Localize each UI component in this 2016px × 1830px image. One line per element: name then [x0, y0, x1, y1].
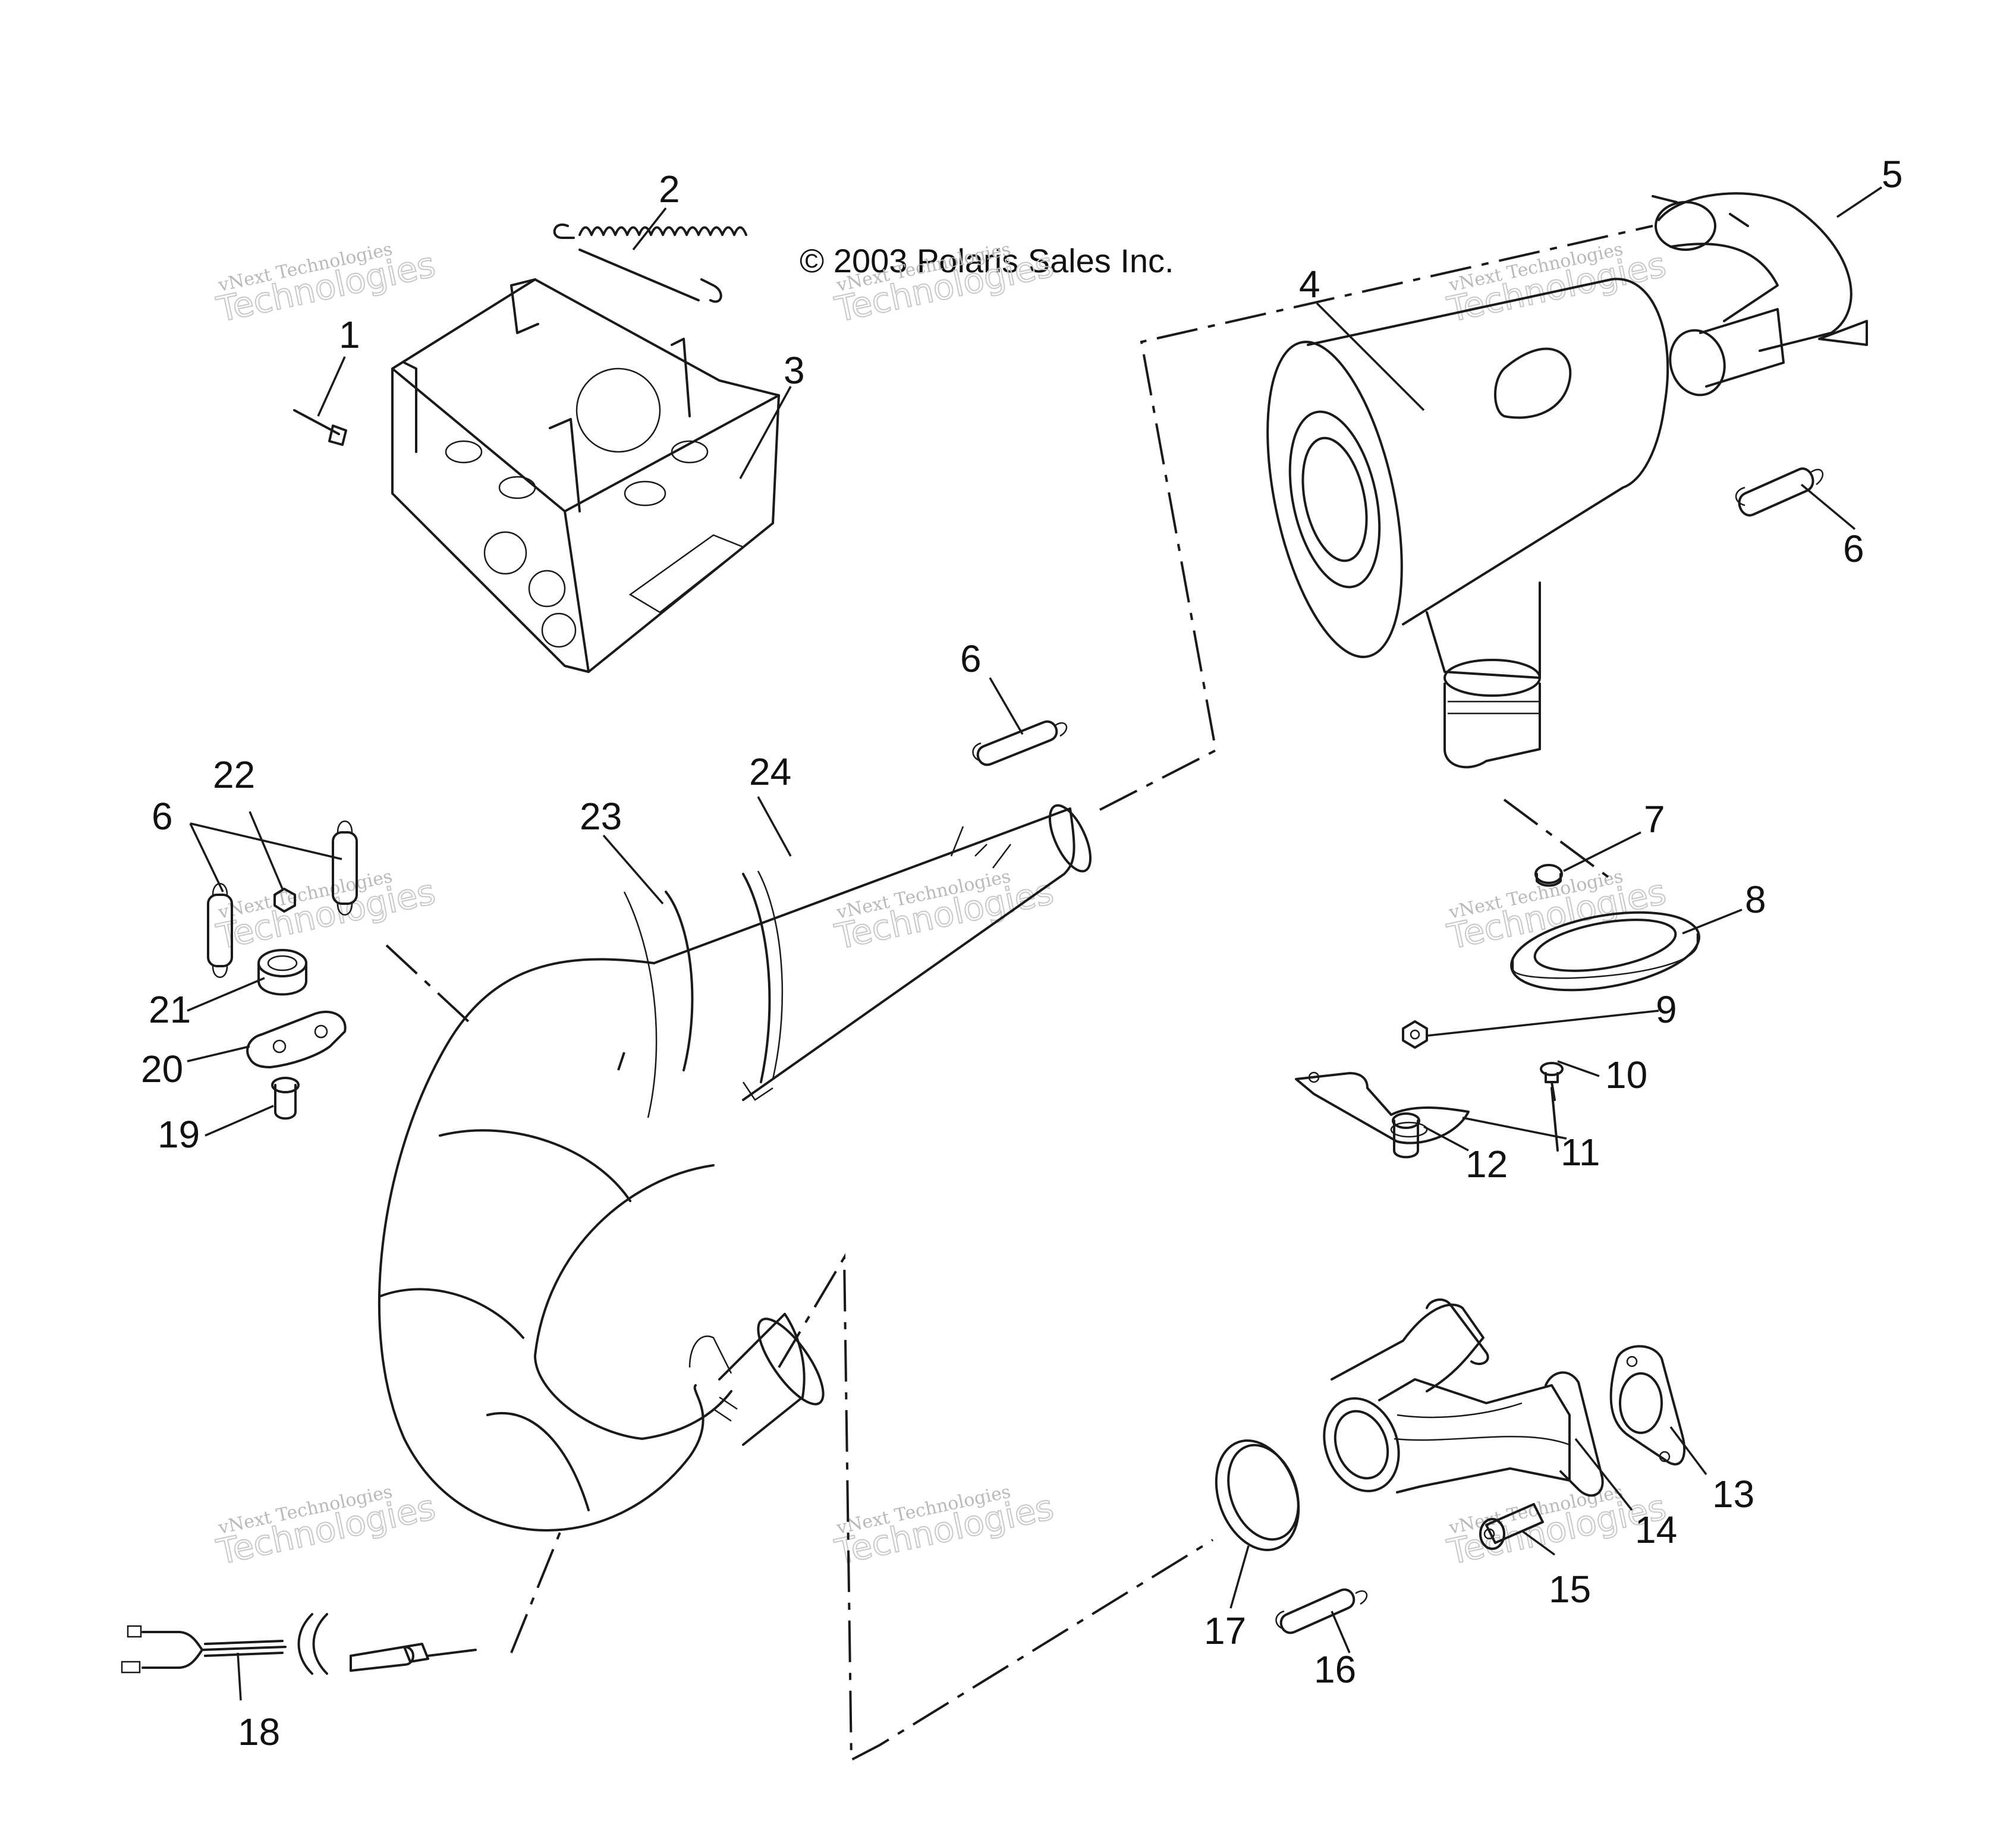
part-10-rivet — [1540, 1062, 1564, 1152]
part-18-sensor-cable — [121, 1613, 477, 1675]
callout-9: 9 — [1656, 988, 1677, 1031]
part-14-manifold — [1323, 1298, 1604, 1497]
callout-4: 4 — [1299, 263, 1320, 306]
part-23-24-expansion-chamber — [378, 804, 1092, 1532]
callout-8: 8 — [1745, 878, 1766, 921]
part-4-silencer — [1266, 278, 1669, 769]
callout-12: 12 — [1465, 1143, 1508, 1186]
callout-24: 24 — [749, 750, 791, 793]
part-1-rivet — [293, 409, 347, 446]
callout-14: 14 — [1635, 1508, 1677, 1551]
callout-3: 3 — [784, 349, 805, 392]
part-2-spring — [553, 224, 747, 303]
part-11-bracket — [1295, 1071, 1470, 1144]
part-8-gasket — [1510, 911, 1700, 992]
callouts: 1 2 3 4 5 6 6 6 6 7 8 9 10 11 12 13 14 1… — [141, 153, 1903, 1753]
part-6-spring-left-2 — [332, 820, 358, 916]
callout-21: 21 — [149, 988, 191, 1031]
part-5-tailpipe — [1652, 192, 1868, 397]
callout-10: 10 — [1605, 1054, 1647, 1096]
part-21-bushing — [257, 949, 307, 996]
part-15-sensor — [1479, 1503, 1544, 1550]
callout-18: 18 — [238, 1710, 280, 1753]
callout-6-center: 6 — [960, 637, 982, 680]
part-7-nut — [1534, 864, 1563, 887]
leader-lines — [187, 186, 1882, 1701]
part-19-bolt — [271, 1077, 300, 1120]
callout-11: 11 — [1561, 1131, 1600, 1174]
part-13-flange-gasket — [1609, 1345, 1686, 1466]
callout-16: 16 — [1314, 1648, 1356, 1691]
part-17-clamp-ring — [1215, 1439, 1300, 1551]
copyright-text: © 2003 Polaris Sales Inc. — [800, 242, 1174, 279]
callout-15: 15 — [1549, 1568, 1591, 1611]
part-12-bolt — [1392, 1112, 1420, 1159]
callout-7: 7 — [1644, 798, 1665, 841]
assembly-lines — [385, 225, 1653, 1762]
part-3-bracket — [391, 278, 780, 673]
part-6-spring-center — [972, 720, 1068, 766]
callout-19: 19 — [158, 1113, 200, 1156]
callout-1: 1 — [339, 313, 360, 356]
callout-17: 17 — [1204, 1609, 1246, 1652]
callout-13: 13 — [1712, 1473, 1754, 1515]
part-9-nut — [1402, 1020, 1428, 1049]
callout-22: 22 — [213, 753, 255, 796]
callout-6-right: 6 — [1843, 527, 1864, 570]
part-22-nut — [273, 888, 296, 913]
part-20-plate — [246, 1010, 347, 1068]
callout-20: 20 — [141, 1048, 183, 1090]
callout-2: 2 — [659, 168, 680, 210]
part-6-spring-left-1 — [207, 883, 233, 978]
callout-6-left: 6 — [152, 795, 173, 838]
callout-23: 23 — [580, 795, 622, 838]
part-16-spring — [1275, 1588, 1368, 1634]
callout-5: 5 — [1882, 153, 1903, 196]
